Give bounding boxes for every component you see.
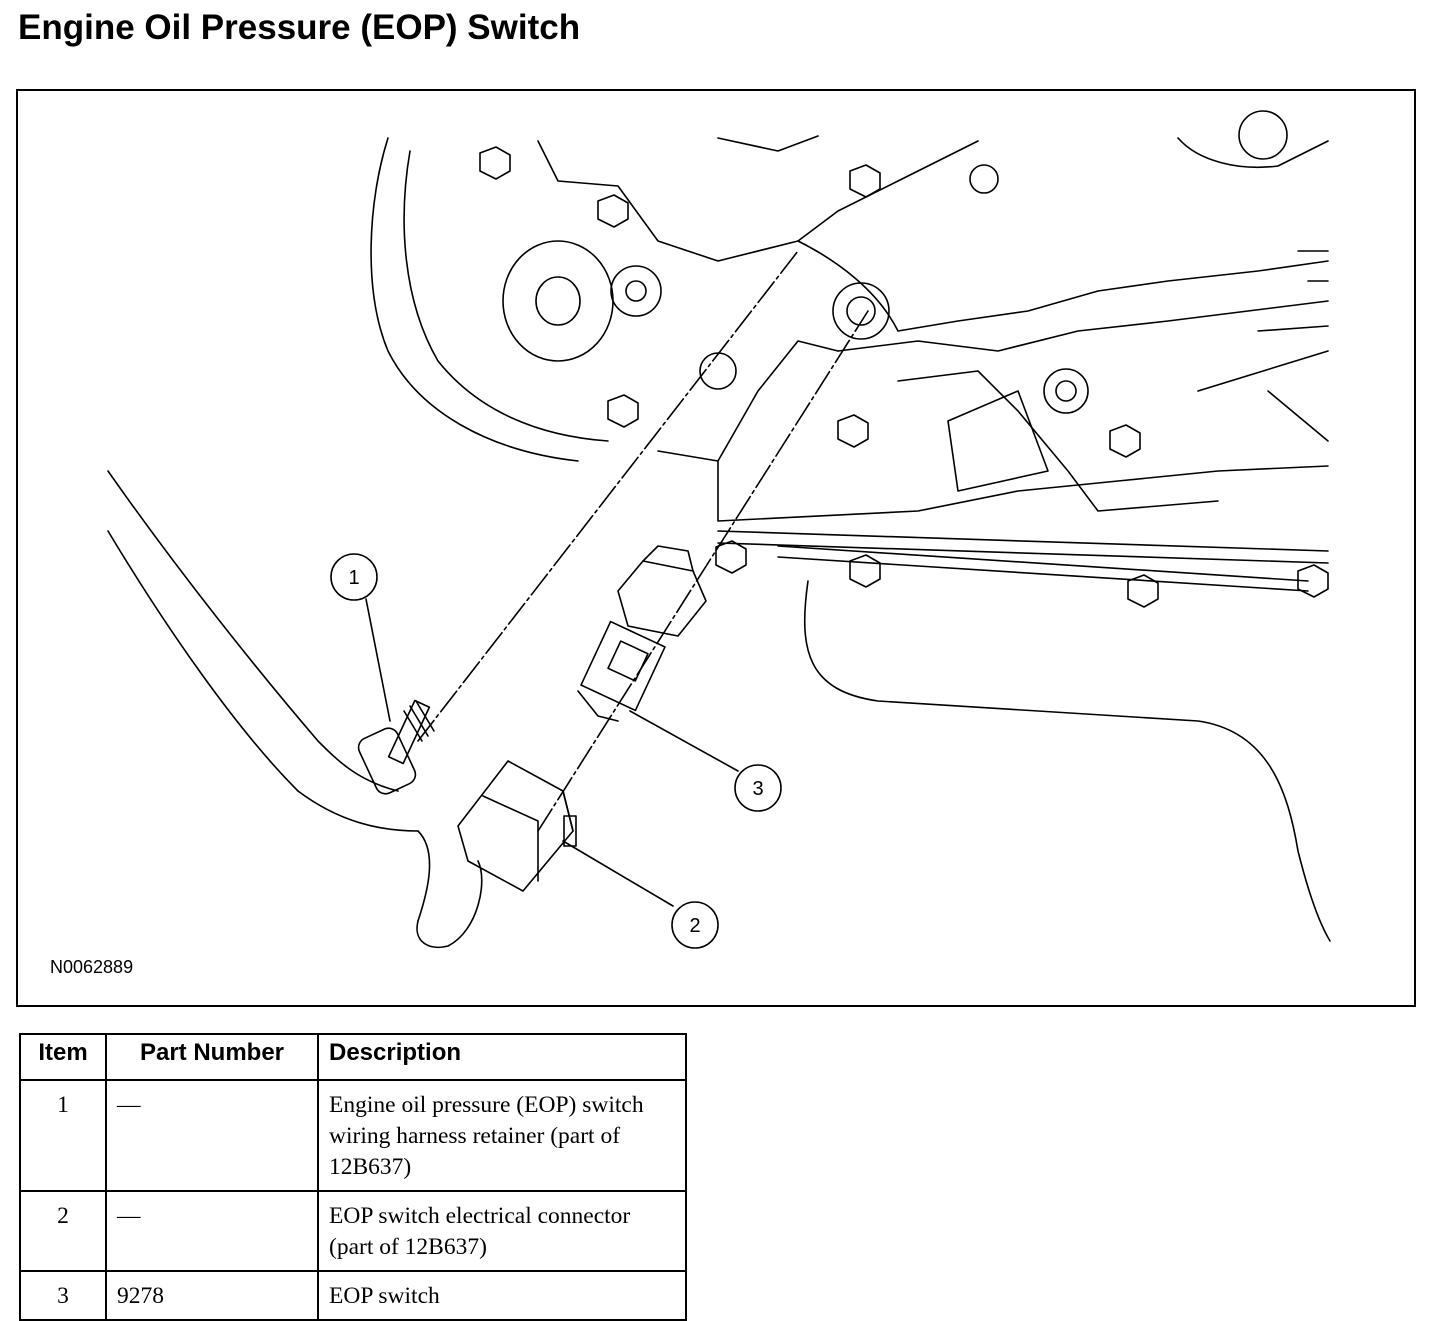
table-row: 1 — Engine oil pressure (EOP) switch wir… — [19, 1079, 687, 1192]
parts-table: Item Part Number Description 1 — Engine … — [19, 1033, 687, 1321]
oil-pan-rail — [717, 530, 1331, 942]
column-header-description: Description — [317, 1033, 687, 1081]
svg-text:3: 3 — [752, 778, 763, 800]
cell-part-number: 9278 — [105, 1270, 319, 1321]
callout-leaders — [365, 598, 739, 907]
illustration-frame: 1 3 2 N0062889 — [16, 89, 1416, 1007]
table-row: 3 9278 EOP switch — [19, 1270, 687, 1321]
cell-part-number: — — [105, 1079, 319, 1192]
callout-1: 1 — [330, 553, 378, 601]
engine-illustration: 1 3 2 — [107, 110, 1331, 949]
eop-switch — [577, 545, 707, 722]
eop-connector — [457, 760, 577, 892]
pulley — [502, 110, 1288, 414]
table-row: 2 — EOP switch electrical connector (par… — [19, 1190, 687, 1272]
cell-item: 2 — [19, 1190, 107, 1272]
svg-text:1: 1 — [348, 567, 359, 589]
cell-description: EOP switch — [317, 1270, 687, 1321]
callout-3: 3 — [734, 764, 782, 812]
engine-block — [370, 135, 1329, 522]
column-header-item: Item — [19, 1033, 107, 1081]
cell-item: 1 — [19, 1079, 107, 1192]
table-header-row: Item Part Number Description — [19, 1033, 687, 1081]
callout-2: 2 — [671, 901, 719, 949]
bolts — [479, 146, 1329, 608]
cell-item: 3 — [19, 1270, 107, 1321]
svg-text:2: 2 — [689, 915, 700, 937]
figure-reference-number: N0062889 — [50, 957, 134, 977]
cell-description: EOP switch electrical connector (part of… — [317, 1190, 687, 1272]
installation-guide-lines — [417, 250, 869, 832]
column-header-part-number: Part Number — [105, 1033, 319, 1081]
cell-description: Engine oil pressure (EOP) switch wiring … — [317, 1079, 687, 1192]
cell-part-number: — — [105, 1190, 319, 1272]
wiring-harness — [107, 470, 483, 948]
page-title: Engine Oil Pressure (EOP) Switch — [18, 8, 581, 47]
